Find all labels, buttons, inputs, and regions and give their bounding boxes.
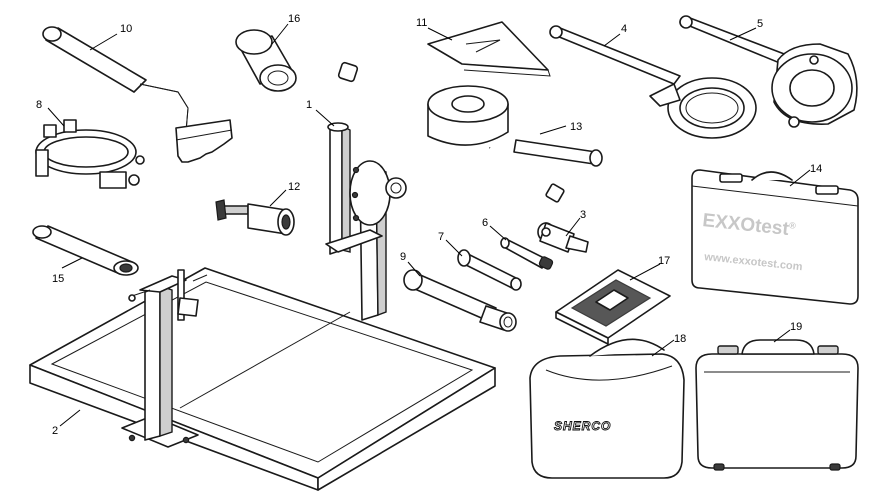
hose-clamp: [35, 119, 145, 189]
drift-large: [403, 269, 517, 332]
callout-19: 19: [790, 321, 802, 333]
callout-9: 9: [400, 251, 406, 263]
callout-3: 3: [580, 209, 586, 221]
adapter-bolt: [215, 199, 295, 236]
leader-lines: [47, 23, 811, 427]
callout-5: 5: [757, 18, 763, 30]
blade-plate: [427, 21, 551, 77]
work-tray: [29, 267, 496, 491]
gear-holder: [42, 26, 233, 163]
manual-book: [555, 269, 671, 345]
callout-13: 13: [570, 121, 582, 133]
hook-wrench: [549, 25, 757, 139]
callout-6: 6: [482, 217, 488, 229]
callout-18: 18: [674, 333, 686, 345]
callout-8: 8: [36, 99, 42, 111]
callout-7: 7: [438, 231, 444, 243]
callout-16: 16: [288, 13, 300, 25]
callout-1: 1: [306, 99, 312, 111]
puller: [337, 61, 603, 203]
soft-bag: SHERCO: [529, 338, 685, 479]
tool-case: EXXOtest® www.exxotest.com: [691, 169, 859, 305]
tray-post: [121, 269, 199, 448]
callout-15: 15: [52, 273, 64, 285]
hard-case: [695, 339, 859, 471]
drift-small: [500, 237, 554, 270]
sleeve-bushing: [235, 29, 297, 92]
stand-bracket: [325, 122, 407, 321]
callout-10: 10: [120, 23, 132, 35]
socket-tube: [32, 225, 139, 276]
callout-4: 4: [621, 23, 627, 35]
bag-brand-text: SHERCO: [554, 419, 611, 433]
callout-17: 17: [658, 255, 670, 267]
pin-spanner-and-ring: [679, 15, 858, 128]
drift-medium: [457, 249, 522, 291]
callout-numbers: 10 16 8 11 4 5 1 13 12 14 3 6 7 9 15 17 …: [36, 13, 822, 437]
callout-14: 14: [810, 163, 822, 175]
callout-12: 12: [288, 181, 300, 193]
pin-tool: [537, 222, 589, 253]
callout-11: 11: [416, 17, 427, 29]
callout-2: 2: [52, 425, 58, 437]
